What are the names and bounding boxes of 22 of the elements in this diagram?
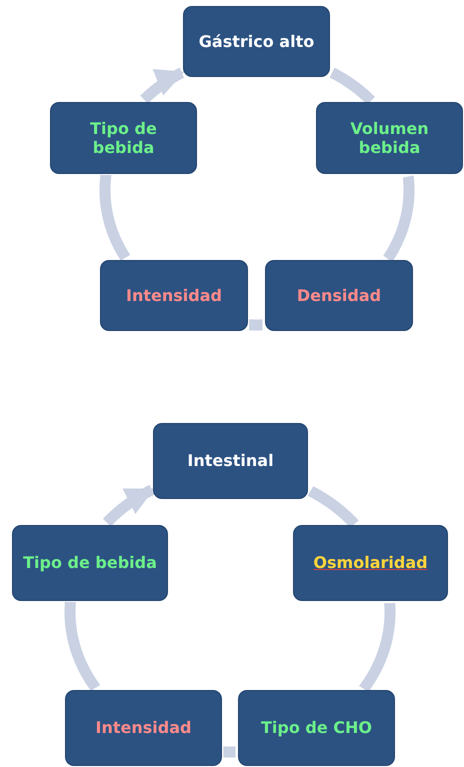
process-box: [50, 102, 197, 174]
process-box: [100, 260, 248, 331]
node-label: Tipo de bebida: [23, 553, 157, 573]
node-label: Intestinal: [187, 451, 274, 471]
process-box: [12, 525, 168, 601]
node-label: Intensidad: [126, 286, 222, 306]
process-box: [316, 102, 463, 174]
node-label: Volumen bebida: [349, 118, 430, 158]
node-label: Densidad: [296, 286, 382, 306]
node-label: Osmolaridad: [313, 553, 428, 573]
process-box: [293, 525, 448, 601]
process-box: [183, 6, 330, 77]
process-box: [265, 260, 413, 331]
process-box: [65, 690, 222, 766]
node-label: Gástrico alto: [198, 32, 314, 52]
node-label: Tipo de bebida: [89, 118, 158, 158]
cycle-arrow: [139, 67, 187, 105]
node-label: Intensidad: [96, 718, 192, 738]
process-box: [238, 690, 395, 766]
node-label: Tipo de CHO: [260, 718, 372, 738]
cycle-arrow: [102, 484, 157, 528]
process-box: [153, 423, 308, 499]
